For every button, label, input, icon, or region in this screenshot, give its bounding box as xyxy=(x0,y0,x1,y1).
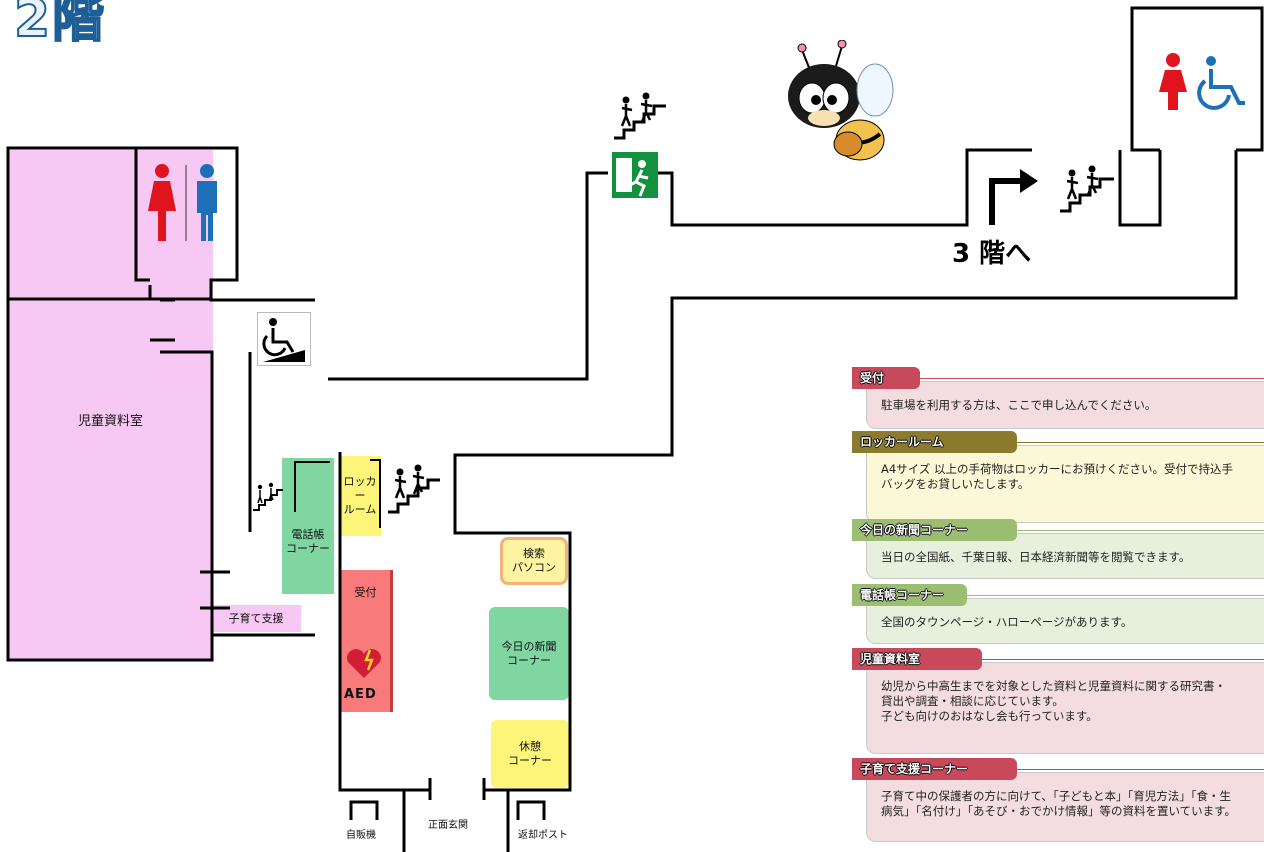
newspaper-label: 今日の新聞 コーナー xyxy=(501,639,557,667)
stairs-icon xyxy=(388,464,440,514)
legend-divider xyxy=(852,378,1264,379)
female-restroom-icon xyxy=(148,164,187,241)
return-post-label: 返却ポスト xyxy=(518,830,568,841)
legend-description: 幼児から中高生までを対象とした資料と児童資料に関する研究書・ 貸出や調査・相談に… xyxy=(866,662,1264,754)
arrow-up-right-icon xyxy=(989,169,1038,225)
legend-title: 電話帳コーナー xyxy=(852,584,967,606)
entrance-label: 正面玄関 xyxy=(428,820,468,831)
locker-label: ロッカー ルーム xyxy=(343,475,377,516)
legend-divider xyxy=(852,659,1264,660)
locker-room[interactable]: ロッカー ルーム xyxy=(339,456,381,536)
search-pc-label: 検索 パソコン xyxy=(512,547,556,574)
aed-label: AED xyxy=(344,687,377,702)
wheelchair-ramp-icon xyxy=(257,312,311,366)
children-room-label: 児童資料室 xyxy=(78,414,144,429)
newspaper-corner[interactable]: 今日の新聞 コーナー xyxy=(489,607,569,700)
children-room-connector xyxy=(160,300,212,345)
legend-description: A4サイズ 以上の手荷物はロッカーにお預けください。受付で持込手 バッグをお貸し… xyxy=(866,445,1264,523)
phonebook-corner[interactable]: 電話帳 コーナー xyxy=(282,458,334,594)
emergency-exit-icon xyxy=(612,152,658,198)
search-pc[interactable]: 検索 パソコン xyxy=(500,537,568,585)
bee-mascot-icon xyxy=(788,40,894,161)
legend-title: 受付 xyxy=(852,367,920,389)
stairs-icon xyxy=(614,92,666,140)
legend-divider xyxy=(852,442,1264,443)
to-3f-label: 3 階へ xyxy=(952,239,1032,269)
rest-label: 休憩 コーナー xyxy=(508,740,552,767)
wheelchair-icon xyxy=(1197,56,1245,110)
legend-divider xyxy=(852,769,1264,770)
stairs-icon xyxy=(1060,165,1114,213)
childcare-label: 子育て支援 xyxy=(228,611,284,625)
phonebook-label: 電話帳 コーナー xyxy=(286,528,330,555)
rest-corner[interactable]: 休憩 コーナー xyxy=(491,720,569,788)
legend-title: 今日の新聞コーナー xyxy=(852,519,1017,541)
legend-divider xyxy=(852,530,1264,531)
female-restroom-icon xyxy=(1159,53,1187,110)
legend-description: 子育て中の保護者の方に向けて、「子どもと本」「育児方法」「食・生 病気」「名付け… xyxy=(866,772,1264,842)
legend-title: 子育て支援コーナー xyxy=(852,758,1017,780)
childcare-corner[interactable]: 子育て支援 xyxy=(211,605,301,632)
stairs-icon xyxy=(253,482,283,511)
aed-heart-icon xyxy=(347,649,381,678)
children-room[interactable]: 児童資料室 xyxy=(8,150,213,660)
legend-title: 児童資料室 xyxy=(852,648,982,670)
legend-divider xyxy=(852,595,1264,596)
legend-title: ロッカールーム xyxy=(852,431,1017,453)
vending-label: 自販機 xyxy=(346,830,376,841)
reception-desk[interactable]: 受付 xyxy=(341,570,393,712)
floor-title: 2階 xyxy=(13,0,107,50)
legend-description: 駐車場を利用する方は、ここで申し込んでください。 xyxy=(866,381,1264,429)
reception-label: 受付 xyxy=(354,586,377,599)
male-restroom-icon xyxy=(197,164,217,241)
